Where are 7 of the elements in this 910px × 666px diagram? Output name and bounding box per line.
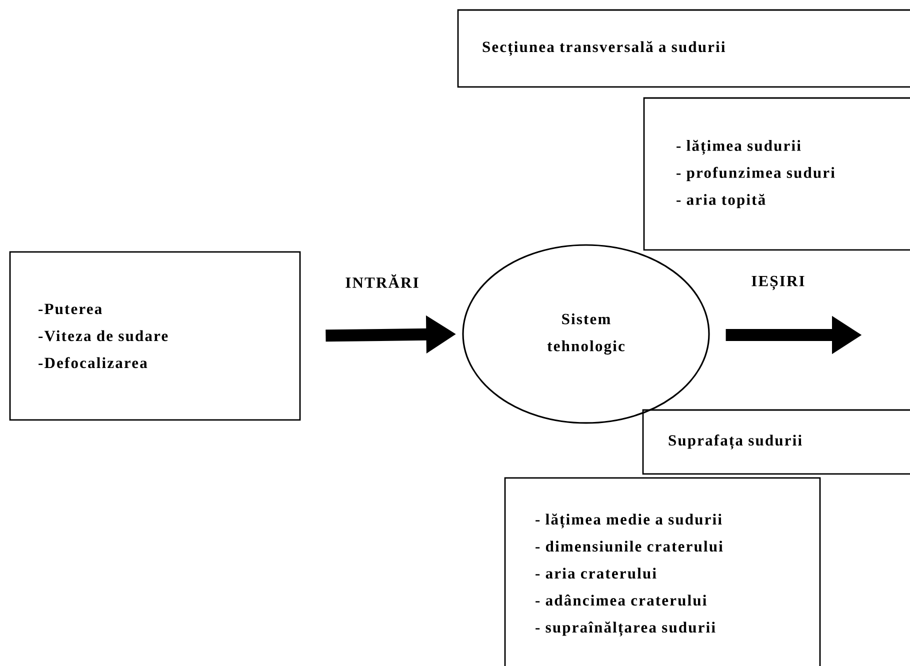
edge-label: IEȘIRI <box>750 274 806 292</box>
edge-label: INTRĂRI <box>344 273 420 289</box>
list-box: - lățimea sudurii - profunzimea suduri - aria topită <box>643 97 910 251</box>
list-box: - lățimea medie a sudurii - dimensiunile craterului - aria craterului - adâncimea craterului - supraînălțarea sudurii <box>504 477 821 666</box>
list-box: -Puterea -Viteza de sudare -Defocalizarea <box>9 251 301 421</box>
heading-box: Suprafața sudurii <box>642 409 910 475</box>
heading-box: Secțiunea transversală a sudurii <box>457 9 910 88</box>
